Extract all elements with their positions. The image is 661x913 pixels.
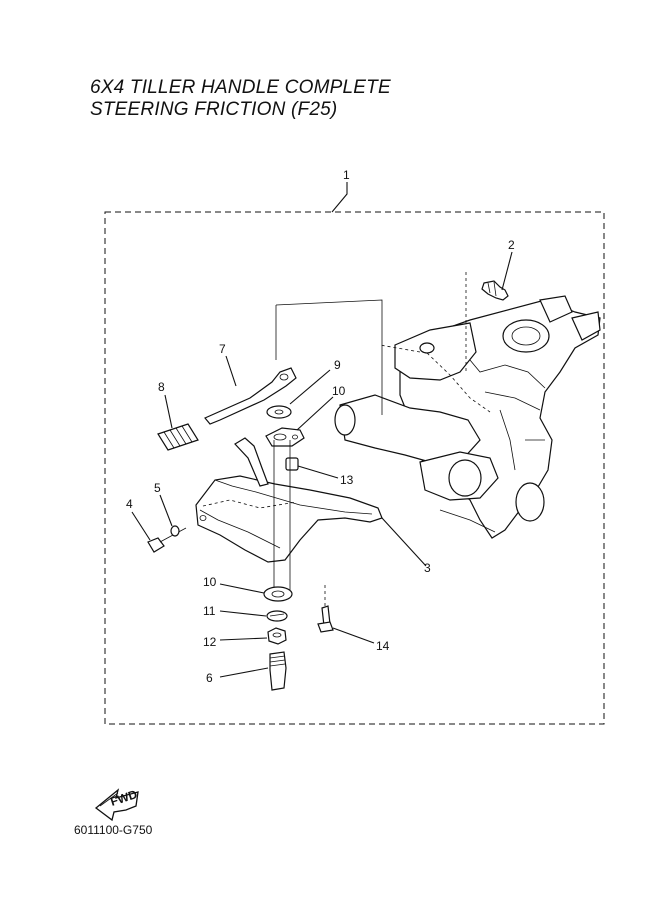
callout-13: 13 <box>340 473 354 487</box>
adjusting-screw-part-6 <box>219 651 287 691</box>
grease-nipple-part-2 <box>481 251 513 301</box>
callout-14: 14 <box>376 639 390 653</box>
assembly-boundary <box>104 211 605 725</box>
friction-plate-part-10-upper <box>265 396 334 447</box>
leader-1 <box>331 182 348 213</box>
washer-part-10-lower <box>219 583 293 602</box>
callout-4: 4 <box>126 497 133 511</box>
guide-line-3 <box>202 499 297 509</box>
callout-5: 5 <box>154 481 161 495</box>
callout-10-upper: 10 <box>332 384 346 398</box>
nut-part-12 <box>219 627 287 645</box>
friction-lever-part-7 <box>204 355 297 425</box>
callout-7: 7 <box>219 342 226 356</box>
washer-part-5 <box>159 494 180 537</box>
friction-bracket-part-3 <box>195 437 427 567</box>
fwd-arrow-icon: FWD <box>94 787 139 822</box>
steering-bracket <box>334 295 601 539</box>
drawing-code: 6011100-G750 <box>74 823 153 837</box>
diagram-title-line-2: STEERING FRICTION (F25) <box>90 99 338 120</box>
callout-6: 6 <box>206 671 213 685</box>
bushing-part-13 <box>285 457 339 479</box>
callout-12: 12 <box>203 635 217 649</box>
callout-2: 2 <box>508 238 515 252</box>
diagram-title-line-1: 6X4 TILLER HANDLE COMPLETE <box>90 77 391 98</box>
spring-washer-part-11 <box>219 610 288 622</box>
callout-11: 11 <box>203 604 216 618</box>
grip-part-8 <box>157 394 199 451</box>
guide-bracket-upper <box>275 299 383 415</box>
callout-1: 1 <box>343 168 350 182</box>
callout-3: 3 <box>424 561 431 575</box>
callout-10-lower: 10 <box>203 575 217 589</box>
bolt-part-14 <box>317 585 375 644</box>
callout-8: 8 <box>158 380 165 394</box>
callout-9: 9 <box>334 358 341 372</box>
washer-part-9 <box>266 369 331 419</box>
